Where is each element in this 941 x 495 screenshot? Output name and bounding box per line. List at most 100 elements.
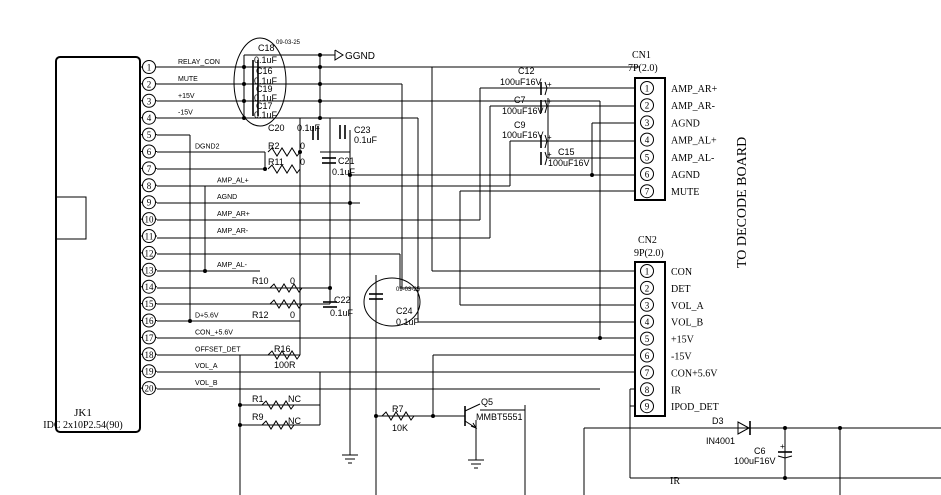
q5-ref: Q5 xyxy=(481,397,493,407)
cn-pin-number: 3 xyxy=(645,300,650,310)
cn-pin-circle xyxy=(640,167,654,181)
cn-pin-label: IPOD_DET xyxy=(671,402,719,413)
cn-pin-label: CON+5.6V xyxy=(671,368,718,379)
c9-ref: C9 xyxy=(514,120,526,130)
r9-ref: R9 xyxy=(252,412,264,422)
c7-val: 100uF16V xyxy=(502,106,544,116)
jk1-net-label: CON_+5.6V xyxy=(195,329,233,336)
ground-symbols xyxy=(342,450,484,469)
jk1-net-label: D+5.6V xyxy=(195,313,219,320)
cn-pin-number: 2 xyxy=(645,101,650,111)
cn-pin-label: AGND xyxy=(671,170,700,181)
c17-ref: C17 xyxy=(256,101,273,111)
c16-val: 0.1uF xyxy=(254,76,278,86)
c19-ref: C19 xyxy=(256,84,273,94)
r11-val: 0 xyxy=(300,157,305,167)
jk1-pin-circle xyxy=(142,93,156,108)
revision-note-2: 09-03-25 xyxy=(396,287,421,293)
jk1-pin-circle xyxy=(142,161,156,176)
cn-pin-number: 1 xyxy=(645,267,650,277)
jk1-pin-number: 12 xyxy=(145,248,154,258)
junction-dots xyxy=(188,53,842,480)
jk1-ref: JK1 xyxy=(74,407,92,419)
jk1-pin-number: 15 xyxy=(145,299,155,309)
jk1-pin-number: 2 xyxy=(147,79,152,89)
c12-plus: + xyxy=(547,80,552,89)
cn-pin-circle xyxy=(640,184,654,199)
jk1-pin-circle xyxy=(142,296,156,311)
c23-ref: C23 xyxy=(354,125,371,135)
jk1-pin-circle xyxy=(142,110,156,125)
jk1-desc: IDC 2x10P2.54(90) xyxy=(43,420,122,431)
c6-val: 100uF16V xyxy=(734,456,776,466)
jk1-net-label: AMP_AR+ xyxy=(217,211,250,218)
decoupling-capacitors xyxy=(233,37,287,127)
transistor-q5 xyxy=(464,403,481,430)
cn-pin-label: VOL_A xyxy=(671,301,705,312)
cn-pin-label: VOL_B xyxy=(671,318,704,329)
component-labels: GGND 09-03-25 09-03-25 C18 0.1uF C16 0.1… xyxy=(252,40,785,487)
cn-pin-circle xyxy=(640,348,654,363)
jk1-net-label: AMP_AL+ xyxy=(217,177,249,184)
cn-pin-label: AMP_AR+ xyxy=(671,84,718,95)
c21-val: 0.1uF xyxy=(332,167,356,177)
electrolytic-capacitors xyxy=(540,81,793,459)
jk1-pin-number: 20 xyxy=(145,384,155,394)
r12-ref: R12 xyxy=(252,310,269,320)
c6-plus: + xyxy=(780,442,785,451)
jk1-pin-circle xyxy=(142,195,156,210)
jk1-pin-number: 13 xyxy=(145,265,155,275)
jk1-pin-number: 9 xyxy=(147,198,152,208)
r16-ref: R16 xyxy=(274,344,291,354)
cn-pin-label: AMP_AR- xyxy=(671,101,715,112)
r11-ref: R11 xyxy=(268,157,284,167)
jk1-pin-number: 10 xyxy=(145,215,155,225)
r1-val: NC xyxy=(288,394,301,404)
c16-ref: C16 xyxy=(256,66,273,76)
cn-pin-circle xyxy=(640,314,654,329)
ir-net-label: IR xyxy=(670,476,680,487)
cn-pin-number: 5 xyxy=(645,334,650,344)
cn-pin-label: +15V xyxy=(671,335,695,346)
jk1-net-label: AMP_AR- xyxy=(217,228,249,235)
jk1-net-label: -15V xyxy=(178,110,193,117)
cn-pin-number: 5 xyxy=(645,152,650,162)
cn1-ref: CN1 xyxy=(632,50,651,61)
c17-val: 0.1uF xyxy=(254,110,278,120)
jk1-pin-number: 3 xyxy=(147,96,152,106)
r9-val: NC xyxy=(288,416,301,426)
c15-ref: C15 xyxy=(558,147,575,157)
cn-pin-circle xyxy=(640,132,654,147)
to-decode-board-label: TO DECODE BOARD xyxy=(735,137,750,268)
c18-val: 0.1uF xyxy=(254,55,278,65)
jk1-pin-number: 1 xyxy=(147,63,152,73)
jk1-pin-circle xyxy=(142,313,156,328)
cn-pin-label: AMP_AL+ xyxy=(671,136,717,147)
jk1-pin-number: 19 xyxy=(145,367,155,377)
r1-ref: R1 xyxy=(252,394,264,404)
cn-pin-number: 7 xyxy=(645,368,650,378)
c22-ref: C22 xyxy=(334,295,351,305)
jk1-pin-circle xyxy=(142,364,156,379)
resistors xyxy=(261,147,415,430)
jk1-pin-circle xyxy=(142,330,156,345)
r2-ref: R2 xyxy=(268,141,280,151)
c18-ref: C18 xyxy=(258,43,275,53)
cn-pin-number: 6 xyxy=(645,170,650,180)
jk1-net-label: OFFSET_DET xyxy=(195,346,241,353)
jk1-pin-number: 16 xyxy=(145,316,155,326)
jk1-net-label: VOL_B xyxy=(195,380,218,387)
c7-ref: C7 xyxy=(514,95,526,105)
jk1-pin-circle xyxy=(142,60,156,74)
jk1-pin-circle xyxy=(142,347,156,362)
jk1-pin-circle xyxy=(142,144,156,159)
cn-pin-label: MUTE xyxy=(671,187,699,198)
jk1-pin-circle xyxy=(142,381,156,396)
cn-pin-label: AGND xyxy=(671,118,700,129)
cn-pin-label: -15V xyxy=(671,352,692,363)
c7-plus: + xyxy=(547,97,552,106)
jk1-pin-number: 6 xyxy=(147,147,152,157)
